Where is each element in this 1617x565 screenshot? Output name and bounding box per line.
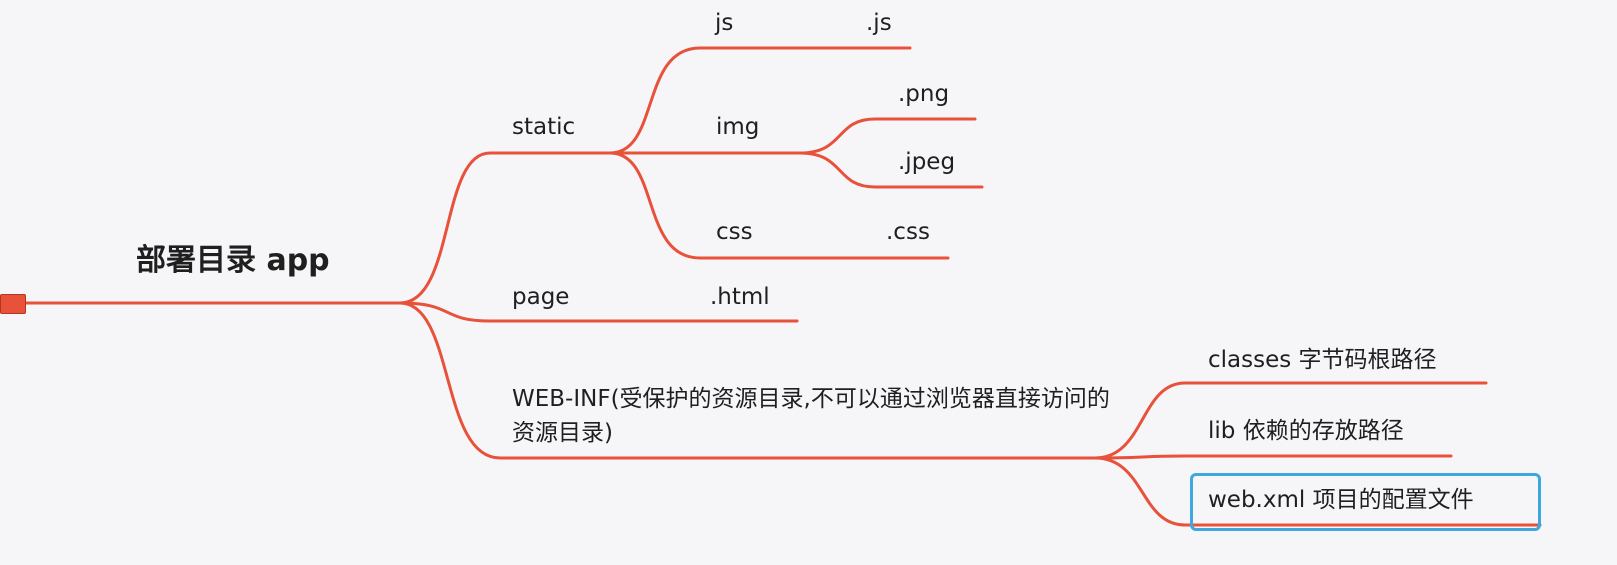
node-classes[interactable]: classes 字节码根路径 (1208, 347, 1437, 373)
selection-highlight (1190, 473, 1541, 531)
connector-js (608, 46, 912, 155)
connector-webxml (1093, 456, 1542, 527)
connector-lib (1093, 454, 1453, 460)
node-css-ext[interactable]: .css (886, 219, 930, 245)
node-js-ext[interactable]: .js (866, 10, 892, 36)
node-img[interactable]: img (716, 114, 760, 140)
connector-css (608, 151, 950, 260)
node-web-xml[interactable]: web.xml 项目的配置文件 (1208, 487, 1474, 513)
node-web-inf[interactable]: WEB-INF(受保护的资源目录,不可以通过浏览器直接访问的资源目录) (512, 386, 1110, 446)
connector-png (798, 117, 977, 155)
node-png-ext[interactable]: .png (898, 81, 950, 107)
node-lib[interactable]: lib 依赖的存放路径 (1208, 418, 1404, 444)
node-js[interactable]: js (715, 10, 734, 36)
node-html-ext[interactable]: .html (710, 284, 770, 310)
node-page[interactable]: page (512, 284, 570, 310)
connector-page (398, 301, 799, 323)
connector-webinf (398, 301, 1097, 460)
connector-static (398, 151, 612, 305)
root-handle[interactable] (0, 294, 26, 314)
node-static[interactable]: static (512, 114, 576, 140)
connector-jpeg (798, 151, 984, 189)
root-node[interactable]: 部署目录 app (136, 243, 330, 278)
node-jpeg-ext[interactable]: .jpeg (898, 149, 956, 175)
connector-classes (1093, 381, 1488, 460)
node-css[interactable]: css (716, 219, 753, 245)
